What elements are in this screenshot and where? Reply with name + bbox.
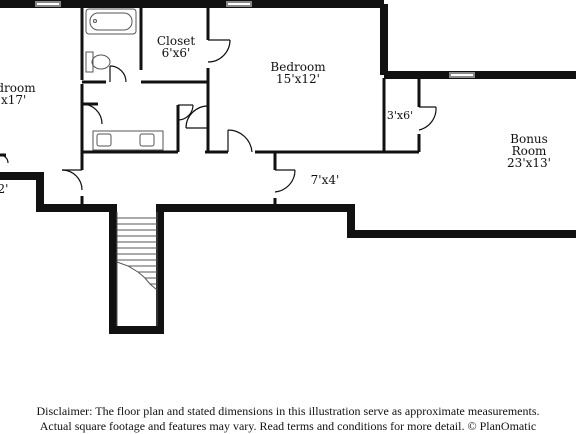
floor-plan: droom 'x17' 2' Closet 6'x6' Bedroom 15'x… [0, 0, 576, 334]
disclaimer-line-2: Actual square footage and features may v… [39, 419, 537, 433]
bonus-room-name-1: Bonus [510, 132, 548, 146]
left-room-dims: 'x17' [0, 93, 26, 107]
exterior-walls [0, 0, 576, 334]
closet-dims: 6'x6' [162, 46, 191, 60]
door-swings [0, 39, 437, 193]
interior-walls [0, 4, 421, 208]
closet-name: Closet [157, 34, 196, 48]
disclaimer: Disclaimer: The floor plan and stated di… [0, 404, 576, 434]
bathroom-fixtures [85, 8, 164, 151]
small-closet-dims: 3'x6' [387, 109, 413, 122]
vanity-icon [92, 130, 164, 151]
bathtub-icon [85, 8, 137, 35]
room-labels: droom 'x17' 2' Closet 6'x6' Bedroom 15'x… [0, 34, 551, 196]
window-marks [35, 1, 475, 78]
left-small-dims: 2' [0, 182, 8, 196]
left-room-name: droom [0, 81, 36, 95]
bonus-room-name-2: Room [512, 144, 547, 158]
toilet-icon [85, 51, 111, 73]
bedroom-dims: 15'x12' [276, 72, 320, 86]
bedroom-name: Bedroom [270, 60, 326, 74]
hall-dims: 7'x4' [311, 173, 340, 187]
stairs-icon [116, 212, 158, 326]
disclaimer-line-1: Disclaimer: The floor plan and stated di… [36, 404, 540, 418]
bonus-room-dims: 23'x13' [507, 156, 551, 170]
